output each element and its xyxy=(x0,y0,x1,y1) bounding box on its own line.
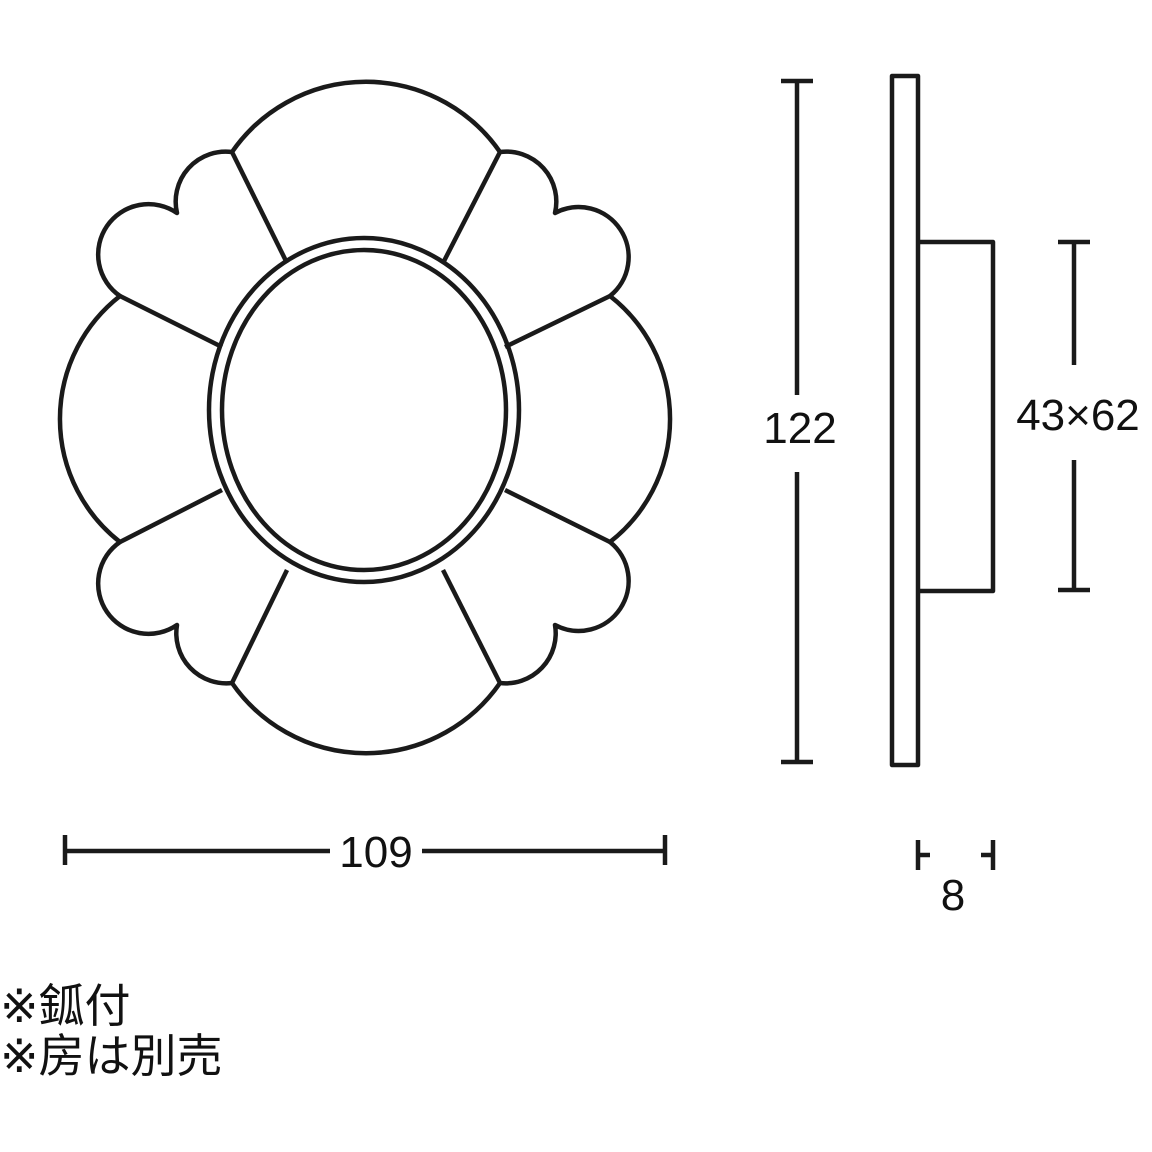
note-2: ※房は別売 xyxy=(0,1029,223,1083)
side-window-box xyxy=(918,239,996,594)
width-dimension: 109 xyxy=(339,828,412,877)
depth-dimension: 8 xyxy=(941,871,965,920)
spokes xyxy=(118,150,611,685)
window-ring-inner xyxy=(219,247,509,573)
window-dimension: 43×62 xyxy=(1016,391,1140,440)
dimension-lines xyxy=(62,78,1090,870)
height-dimension: 122 xyxy=(763,404,836,453)
side-plate xyxy=(889,73,921,768)
note-1: ※鈲付 xyxy=(0,979,131,1033)
front-outline xyxy=(57,79,673,756)
window-ring-outer xyxy=(206,235,522,585)
